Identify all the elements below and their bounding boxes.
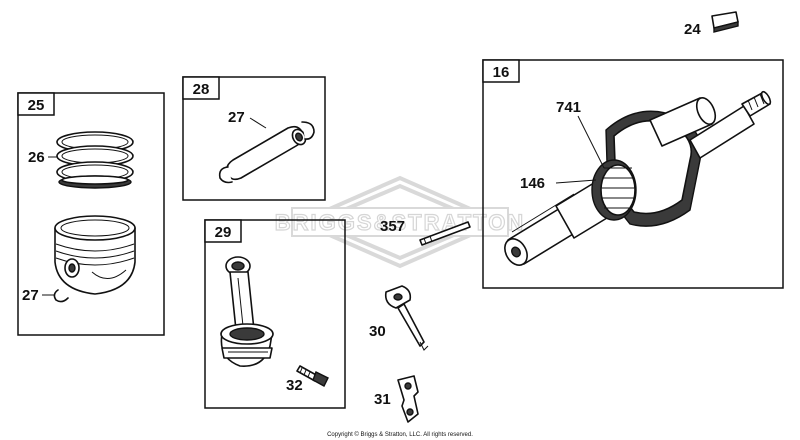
piston-pin-illustration [226,125,307,181]
callout-146: 146 [520,175,545,192]
crankshaft-illustration [504,90,772,266]
plug-pin-illustration [419,221,471,246]
callout-30: 30 [369,323,386,340]
box-number-29: 29 [215,224,232,241]
box-number-tag [182,76,220,100]
piston-assembly-group: 25 26 27 [17,92,165,336]
pin-assembly-frame [182,76,326,201]
pin-lock-ring-left [218,166,233,184]
copyright-notice: Copyright © Briggs & Stratton, LLC. All … [327,431,473,438]
callout-24: 24 [684,21,701,38]
callout-26: 26 [28,149,45,166]
rod-bolt-illustration [296,365,329,387]
piston-illustration [54,215,136,295]
connecting-rod-illustration [220,256,274,367]
crankshaft-group: 16 741 [482,59,784,289]
box-number-16: 16 [493,64,510,81]
lock-plate-illustration [397,375,419,423]
pin-lock-left-illustration [53,289,69,303]
box-number-tag [17,92,55,116]
callout-27-pin: 27 [228,109,245,126]
callout-357: 357 [380,218,405,235]
oil-dipper-illustration [384,285,429,351]
box-number-tag [204,219,242,243]
box-number-tag [482,59,520,83]
piston-assembly-frame [17,92,165,336]
watermark-logo: BRIGGS&STRATTON [274,175,525,269]
callout-31: 31 [374,391,391,408]
flywheel-key-illustration [711,11,739,33]
callout-27-left: 27 [22,287,39,304]
watermark-text: BRIGGS&STRATTON [275,210,525,235]
callout-741: 741 [556,99,581,116]
box-number-25: 25 [28,97,45,114]
box-number-28: 28 [193,81,210,98]
crank-gear-illustration [591,159,637,221]
rod-assembly-frame [204,219,346,409]
pin-assembly-group: 28 27 [182,76,326,201]
rod-assembly-group: 29 32 [204,219,346,409]
piston-rings-illustration [56,131,134,189]
callout-32: 32 [286,377,303,394]
crankshaft-frame [482,59,784,289]
pin-lock-ring-right [301,121,315,140]
